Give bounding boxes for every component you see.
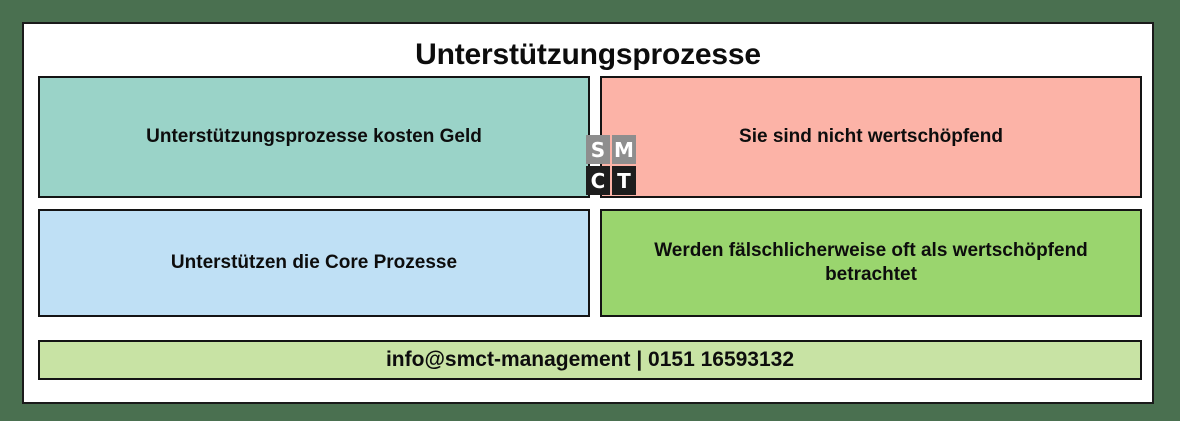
contact-footer: info@smct-management | 0151 16593132: [38, 340, 1142, 380]
contact-footer-label: info@smct-management | 0151 16593132: [385, 348, 795, 371]
smct-logo-icon: S M C T: [586, 135, 636, 195]
smct-logo-tile-t: T: [612, 166, 636, 195]
smct-logo-tile-s: S: [586, 135, 610, 164]
cell-support-core[interactable]: Unterstützen die Core Prozesse: [38, 209, 590, 317]
cell-non-value[interactable]: Sie sind nicht wertschöpfend: [600, 76, 1142, 198]
smct-logo-tile-m: M: [612, 135, 636, 164]
cell-cost-label: Unterstützungsprozesse kosten Geld: [146, 126, 482, 148]
smct-logo-tile-c: C: [586, 166, 610, 195]
cell-mistaken-value[interactable]: Werden fälschlicherweise oft als wertsch…: [600, 209, 1142, 317]
content-panel: Unterstützungsprozesse Unterstützungspro…: [22, 22, 1154, 404]
page-title: Unterstützungsprozesse: [415, 38, 761, 71]
cell-cost[interactable]: Unterstützungsprozesse kosten Geld: [38, 76, 590, 198]
cell-mistaken-value-label: Werden fälschlicherweise oft als wertsch…: [654, 240, 1088, 285]
cell-non-value-label: Sie sind nicht wertschöpfend: [739, 126, 1003, 148]
cell-support-core-label: Unterstützen die Core Prozesse: [170, 252, 458, 274]
